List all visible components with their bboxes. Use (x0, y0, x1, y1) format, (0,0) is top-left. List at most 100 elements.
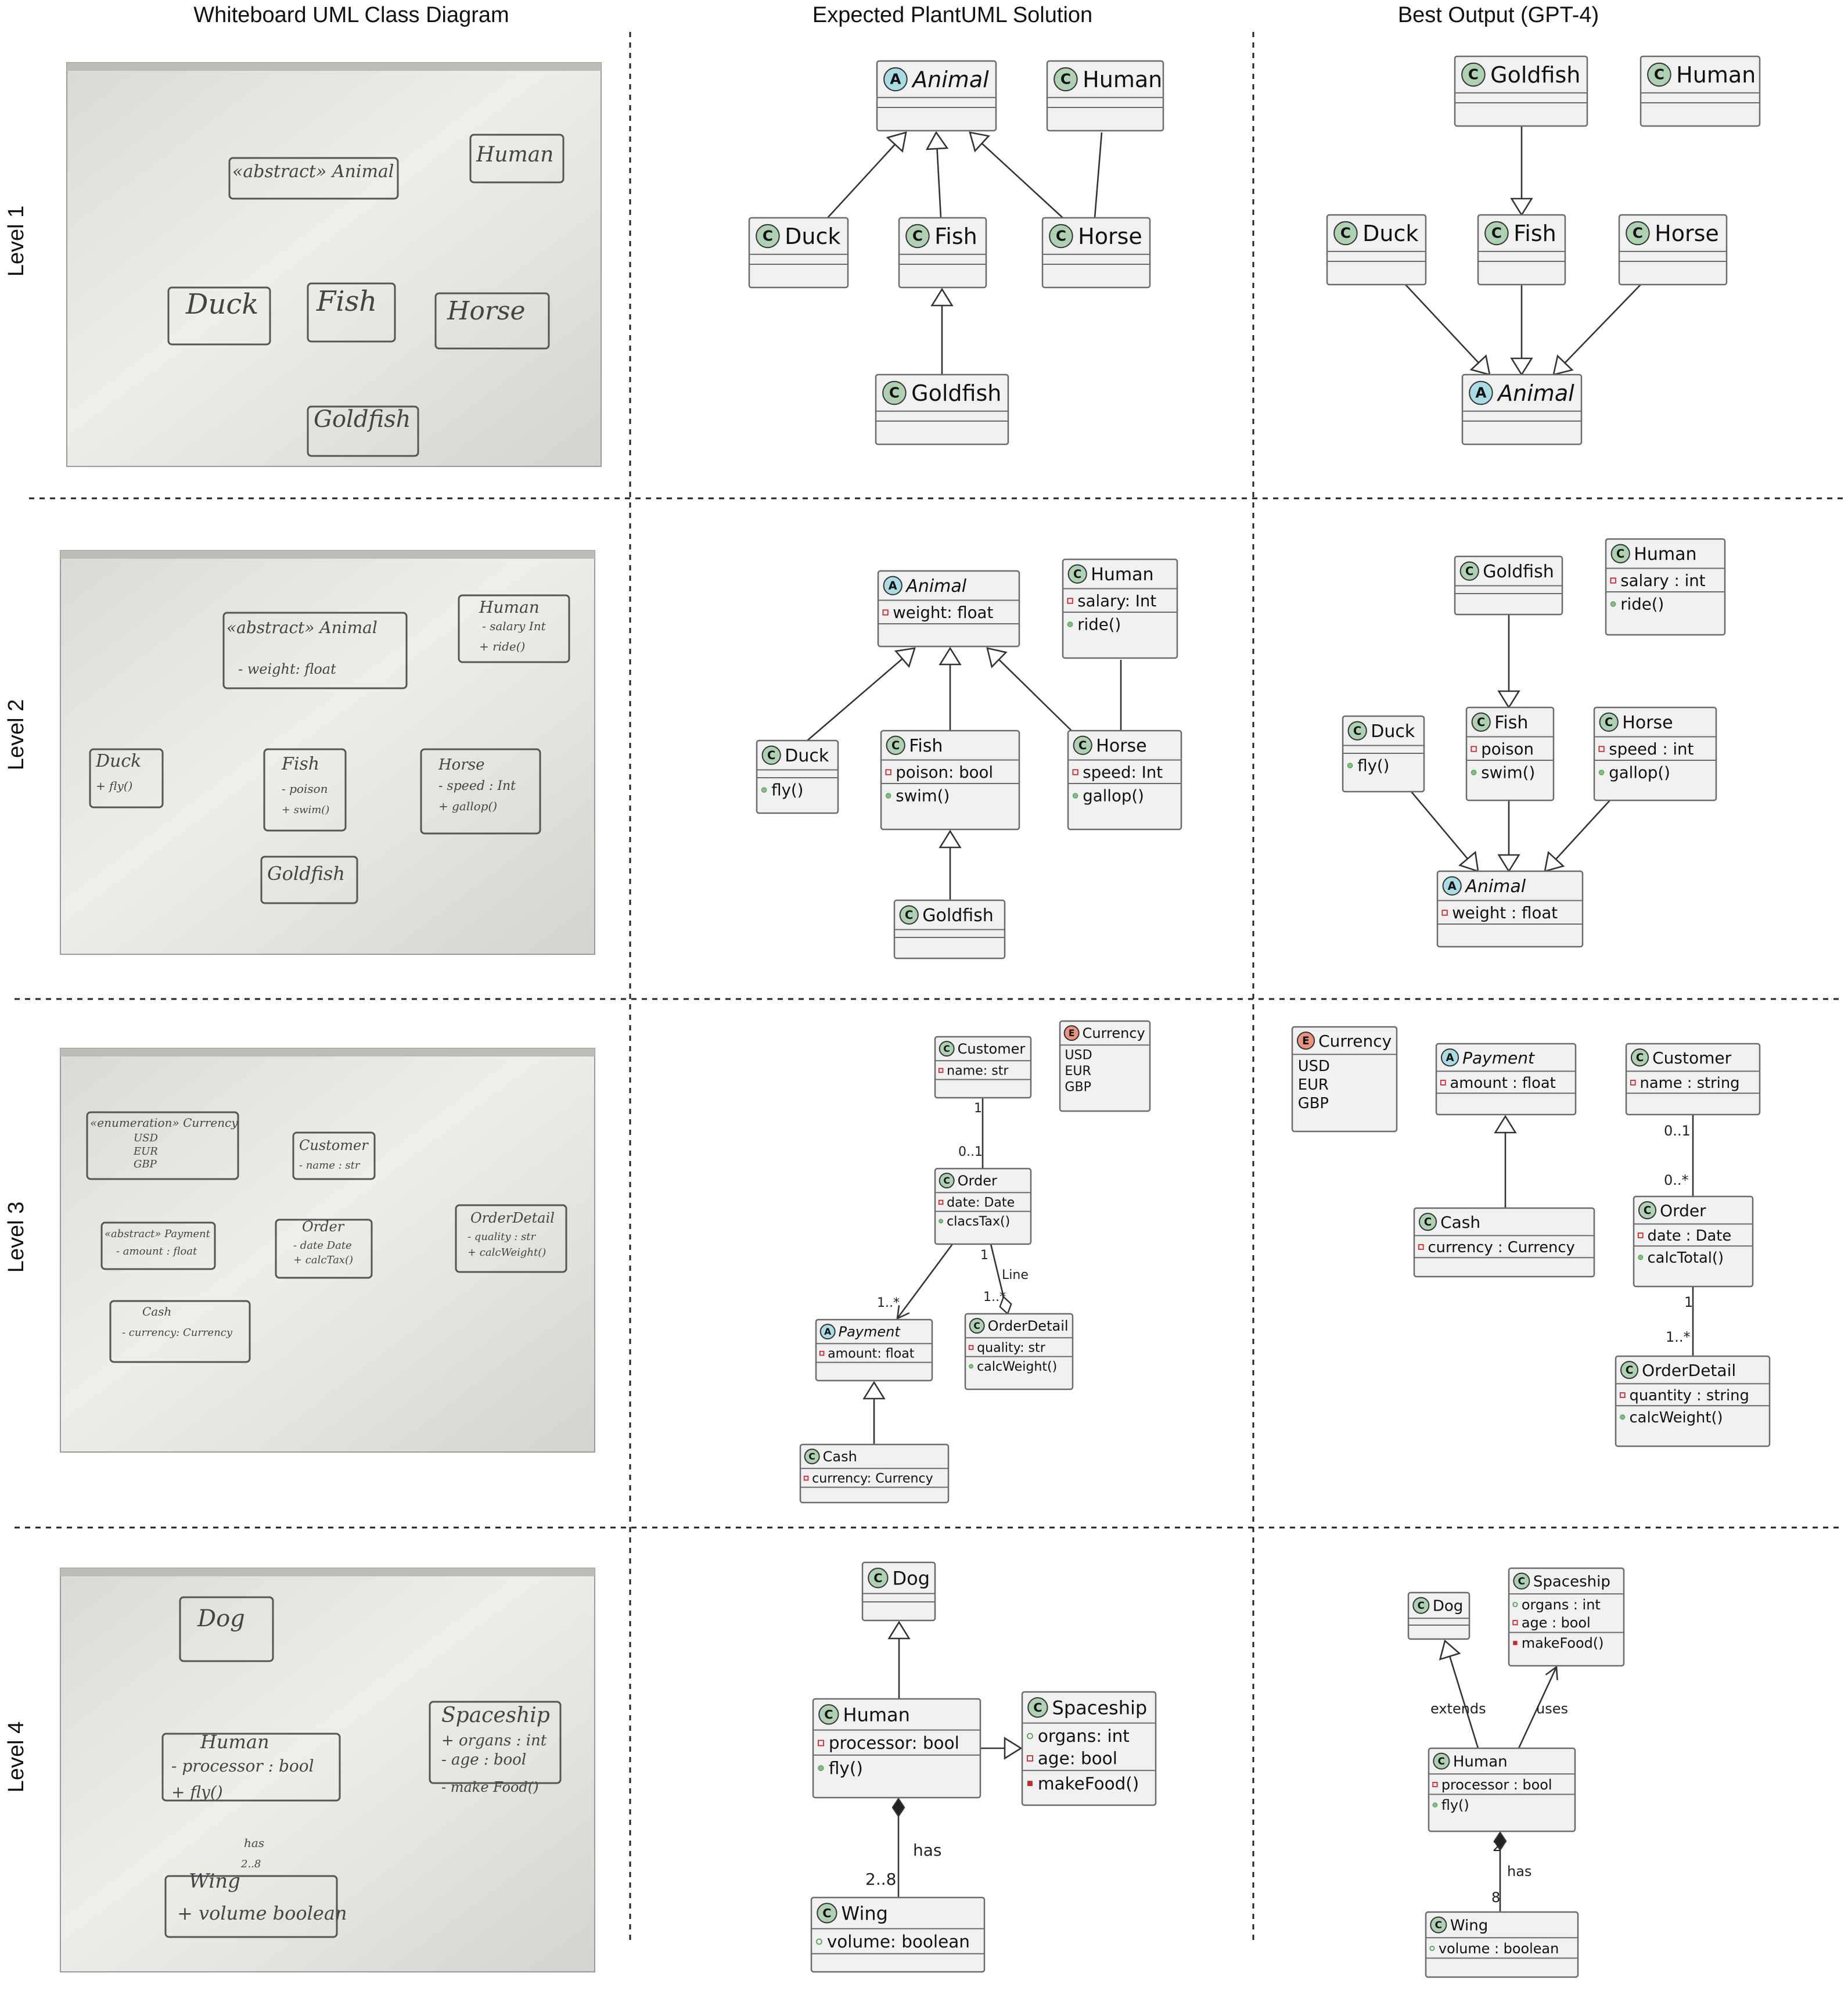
class-icon (1459, 561, 1479, 581)
abstract-class-icon (1442, 876, 1462, 896)
private-visibility-icon (1441, 910, 1448, 916)
whiteboard-handwriting: Goldfish (267, 863, 345, 885)
whiteboard-sketch-box (228, 157, 399, 200)
whiteboard-handwriting: Human (200, 1731, 269, 1753)
inheritance-arrowhead (930, 288, 954, 307)
relationship-line (1411, 791, 1468, 860)
whiteboard-sketch-box (179, 1596, 274, 1662)
attribute: speed : int (1609, 739, 1694, 759)
whiteboard-handwriting: Horse (447, 296, 526, 326)
class-icon (1484, 221, 1509, 246)
attribute: currency: Currency (812, 1472, 933, 1486)
relationship-label: 1..* (983, 1290, 1006, 1305)
attribute: processor : bool (1441, 1777, 1552, 1793)
stereotype-letter: C (1654, 66, 1664, 83)
inheritance-arrowhead (887, 1620, 911, 1640)
whiteboard-handwriting: - make Food() (441, 1779, 539, 1795)
stereotype-letter: C (1418, 1600, 1425, 1611)
whiteboard-sketch-box (164, 1875, 338, 1938)
attribute: salary: Int (1077, 591, 1156, 610)
class-icon (1626, 221, 1650, 246)
class-name: Goldfish (1483, 562, 1554, 582)
private-visibility-icon (1512, 1620, 1518, 1626)
class-box (1067, 730, 1182, 831)
stereotype-letter: E (1069, 1028, 1075, 1038)
stereotype-letter: A (1448, 879, 1457, 893)
whiteboard-sketch-box (109, 1300, 251, 1363)
class-box (1413, 1207, 1595, 1278)
method: clacsTax() (947, 1214, 1010, 1229)
attribute: age : bool (1522, 1615, 1591, 1631)
class-name: Spaceship (1052, 1697, 1148, 1719)
class-box (964, 1313, 1074, 1390)
class-name: Horse (1078, 224, 1142, 249)
stereotype-letter: C (1060, 71, 1071, 88)
relationship-line (1564, 284, 1641, 364)
whiteboard-handwriting: + calcTax() (293, 1254, 353, 1266)
private-visibility-icon (1471, 746, 1477, 752)
class-name: Spaceship (1533, 1573, 1610, 1591)
whiteboard-handwriting: Human (479, 598, 540, 617)
method: fly() (1441, 1797, 1469, 1813)
whiteboard-sketch-box (458, 594, 570, 663)
public-visibility-icon (1598, 770, 1605, 775)
private-visibility-icon (885, 769, 891, 775)
class-name: Wing (1450, 1917, 1488, 1935)
class-name: OrderDetail (1642, 1361, 1736, 1380)
grid-separators (15, 32, 1844, 1943)
whiteboard-frame (67, 63, 601, 71)
relationship-inherit (1510, 126, 1533, 217)
header-gpt4: Best Output (GPT-4) (1398, 3, 1599, 27)
stereotype-letter: C (912, 228, 923, 245)
public-visibility-icon (969, 1364, 974, 1369)
relationship-inherit (1439, 1639, 1479, 1749)
uml-class-goldfish: C Goldfish (1454, 555, 1563, 616)
method: makeFood() (1038, 1774, 1139, 1794)
class-name: Fish (909, 736, 943, 756)
whiteboard-handwriting: Horse (438, 756, 485, 774)
stereotype-letter: C (1073, 567, 1081, 581)
class-icon (1461, 62, 1486, 87)
private-visibility-icon (882, 609, 889, 616)
whiteboard-handwriting: «enumeration» Currency (90, 1116, 238, 1130)
package-visibility-icon (1512, 1601, 1518, 1608)
relationship-line (936, 148, 942, 218)
whiteboard-handwriting: + volume boolean (177, 1902, 347, 1924)
whiteboard-sketch-box (307, 282, 396, 343)
attribute: volume: boolean (827, 1932, 970, 1952)
association-arrowhead (1545, 1665, 1558, 1680)
stereotype-letter: C (891, 739, 900, 752)
relationship-label: 1 (980, 1248, 988, 1263)
relationship-inherit (1411, 791, 1479, 872)
attribute: organs: int (1038, 1726, 1130, 1746)
relationship-line (1405, 284, 1479, 364)
whiteboard-frame (60, 551, 595, 559)
stereotype-letter: A (1475, 384, 1486, 401)
package-visibility-icon (1429, 1945, 1435, 1952)
method: ride() (1620, 595, 1664, 614)
class-icon (1347, 721, 1367, 741)
whiteboard-handwriting: Duck (95, 751, 141, 771)
stereotype-letter: C (1644, 1205, 1651, 1217)
method: gallop() (1083, 786, 1144, 806)
public-visibility-icon (818, 1765, 824, 1771)
stereotype-letter: C (1465, 565, 1473, 578)
relationship-inherit (980, 1737, 1023, 1760)
stereotype-letter: C (822, 1906, 831, 1920)
abstract-class-icon (1469, 380, 1493, 405)
stereotype-letter: C (1056, 228, 1066, 245)
class-box (877, 570, 1020, 648)
class-icon (899, 905, 919, 925)
relationship-line (1518, 1666, 1558, 1749)
relationship-label: extends (1430, 1701, 1486, 1717)
whiteboard-surface (60, 550, 595, 955)
